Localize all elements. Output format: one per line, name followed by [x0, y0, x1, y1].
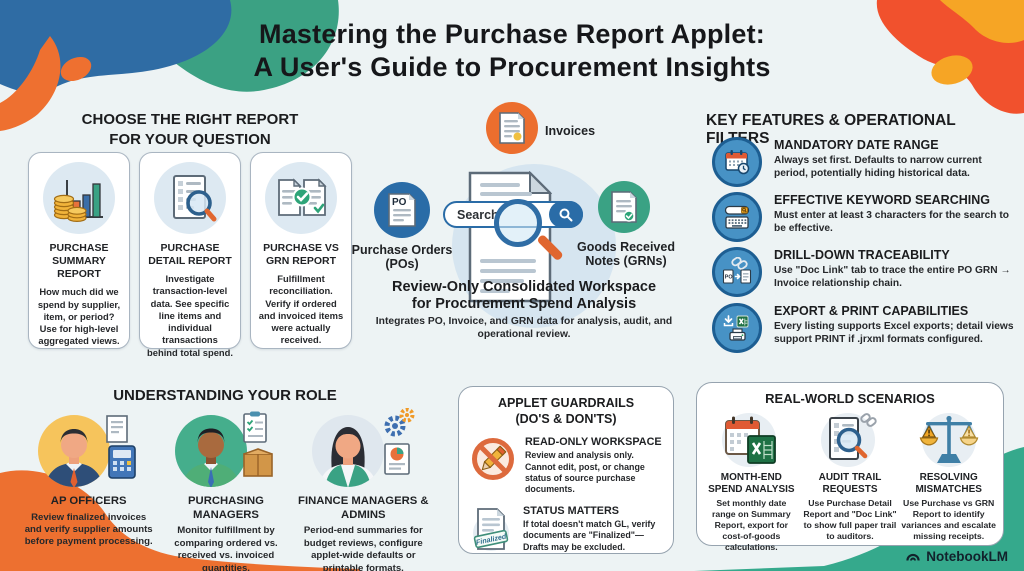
workspace-caption-sub: Integrates PO, Invoice, and GRN data for… [375, 316, 673, 341]
guardrail-title: STATUS MATTERS [523, 504, 619, 517]
workspace-caption: Review-Only Consolidated Workspace for P… [368, 279, 680, 342]
card-description: Investigate transaction-level data. See … [147, 273, 233, 358]
scenarios-heading: REAL-WORLD SCENARIOS [765, 391, 935, 406]
notebooklm-watermark: NotebookLM [905, 549, 1008, 564]
card-title: PURCHASE VS GRN REPORT [263, 242, 339, 268]
scenario-title: MONTH-END SPEND ANALYSIS [708, 472, 795, 495]
invoices-node-icon [486, 102, 538, 154]
calendar-icon [712, 137, 762, 187]
role-purchasing-managers: PURCHASING MANAGERS Monitor fulfillment … [159, 408, 292, 571]
roles-row: AP OFFICERS Review finalized invoices an… [22, 408, 430, 571]
purchase-orders-node-icon: PO [374, 182, 430, 238]
report-cards: PURCHASE SUMMARY REPORT How much did we … [28, 152, 352, 358]
guardrails-heading: APPLET GUARDRAILS (DO'S & DON'TS) [497, 396, 635, 426]
no-edit-pencil-icon [470, 436, 516, 482]
scenario-description: Use Purchase Detail Report and "Doc Link… [803, 498, 897, 541]
scenario-resolving-mismatches: RESOLVING MISMATCHES Use Purchase vs GRN… [901, 411, 996, 553]
coins-bar-chart-icon [43, 162, 115, 234]
role-description: Period-end summaries for budget reviews,… [303, 525, 423, 571]
scenarios-card: REAL-WORLD SCENARIOS [696, 382, 1004, 552]
reports-section-heading: CHOOSE THE RIGHT REPORT FOR YOUR QUESTIO… [81, 111, 299, 148]
role-title: AP OFFICERS [50, 495, 127, 507]
scale-mismatch-icon [901, 411, 996, 469]
card-purchase-detail-report: PURCHASE DETAIL REPORT Investigate trans… [139, 152, 241, 358]
role-title: PURCHASING MANAGERS [188, 495, 264, 521]
feature-description: Use "Doc Link" tab to trace the entire P… [774, 265, 1011, 290]
grn-label: Goods Received Notes (GRNs) [577, 240, 675, 269]
card-purchase-vs-grn-report: PURCHASE VS GRN REPORT Fulfillment recon… [250, 152, 352, 349]
role-ap-officers: AP OFFICERS Review finalized invoices an… [22, 408, 155, 571]
corner-blob-top-left [0, 0, 339, 131]
feature-title: MANDATORY DATE RANGE [774, 138, 939, 152]
guardrail-description: If total doesn't match GL, verify docume… [523, 518, 656, 552]
guardrail-read-only: READ-ONLY WORKSPACE Review and analysis … [470, 436, 662, 496]
feature-description: Must enter at least 3 characters for the… [774, 210, 1009, 235]
notebooklm-logo-icon [906, 553, 920, 561]
search-button-icon [549, 201, 583, 228]
card-title: PURCHASE SUMMARY REPORT [49, 242, 109, 281]
card-description: How much did we spend by supplier, item,… [37, 286, 121, 347]
finance-manager-avatar [297, 408, 430, 492]
guardrail-title: READ-ONLY WORKSPACE [525, 436, 662, 449]
purchasing-manager-avatar [159, 408, 292, 492]
purchase-orders-label: Purchase Orders (POs) [351, 243, 453, 272]
chain-link-trace-icon: PO [712, 247, 762, 297]
guardrails-card: APPLET GUARDRAILS (DO'S & DON'TS) READ-O… [458, 386, 674, 554]
scenario-title: RESOLVING MISMATCHES [915, 472, 982, 495]
feature-mandatory-date-range: MANDATORY DATE RANGE Always set first. D… [712, 137, 1016, 187]
card-description: Fulfillment reconciliation. Verify if or… [258, 273, 344, 346]
feature-keyword-searching: EFFECTIVE KEYWORD SEARCHING Must enter a… [712, 192, 1016, 242]
workspace-caption-title: Review-Only Consolidated Workspace for P… [391, 279, 657, 313]
search-label: Search [457, 207, 499, 222]
scenario-title: AUDIT TRAIL REQUESTS [818, 472, 882, 495]
roles-section-heading: UNDERSTANDING YOUR ROLE [113, 387, 337, 404]
watermark-label: NotebookLM [926, 549, 1008, 564]
role-title: FINANCE MANAGERS & ADMINS [298, 495, 429, 521]
document-magnifier-icon [154, 162, 226, 234]
scenario-description: Use Purchase vs GRN Report to identify v… [901, 498, 997, 541]
role-description: Review finalized invoices and verify sup… [24, 511, 153, 548]
guardrail-status-matters: Finalized STATUS MATTERS If total doesn'… [470, 505, 662, 555]
guardrail-description: Review and analysis only. Cannot edit, p… [525, 450, 645, 495]
role-description: Monitor fulfillment by comparing ordered… [174, 525, 278, 571]
svg-text:PO: PO [725, 275, 733, 281]
grn-node-icon [598, 181, 650, 233]
calendar-excel-icon [704, 411, 799, 469]
card-purchase-summary-report: PURCHASE SUMMARY REPORT How much did we … [28, 152, 130, 349]
card-title: PURCHASE DETAIL REPORT [148, 242, 232, 268]
scenario-month-end: MONTH-END SPEND ANALYSIS Set monthly dat… [704, 411, 799, 553]
invoices-label: Invoices [545, 124, 596, 138]
role-finance-managers: FINANCE MANAGERS & ADMINS Period-end sum… [297, 408, 430, 571]
export-print-icon [712, 303, 762, 353]
scenario-audit-trail: AUDIT TRAIL REQUESTS Use Purchase Detail… [803, 411, 898, 553]
feature-export-print: EXPORT & PRINT CAPABILITIES Every listin… [712, 303, 1016, 353]
feature-description: Always set first. Defaults to narrow cur… [774, 155, 982, 180]
feature-title: EXPORT & PRINT CAPABILITIES [774, 304, 969, 318]
corner-blob-top-right [876, 0, 1024, 114]
po-badge: PO [392, 197, 407, 208]
page-title: Mastering the Purchase Report Applet: A … [253, 19, 771, 82]
search-field-keyboard-icon [712, 192, 762, 242]
feature-title: DRILL-DOWN TRACEABILITY [774, 248, 950, 262]
feature-title: EFFECTIVE KEYWORD SEARCHING [774, 193, 990, 207]
finalized-document-icon: Finalized [470, 505, 514, 555]
magnifier-lens-icon [494, 199, 542, 247]
corner-blob-bottom-left [0, 470, 360, 571]
audit-magnifier-icon [803, 411, 898, 469]
feature-drilldown-traceability: PO DRILL-DOWN TRACEABILITY Use "Doc Link… [712, 247, 1016, 297]
documents-check-icon [265, 162, 337, 234]
scenario-description: Set monthly date range on Summary Report… [711, 498, 791, 552]
ap-officer-avatar [22, 408, 155, 492]
feature-description: Every listing supports Excel exports; de… [774, 321, 1014, 346]
